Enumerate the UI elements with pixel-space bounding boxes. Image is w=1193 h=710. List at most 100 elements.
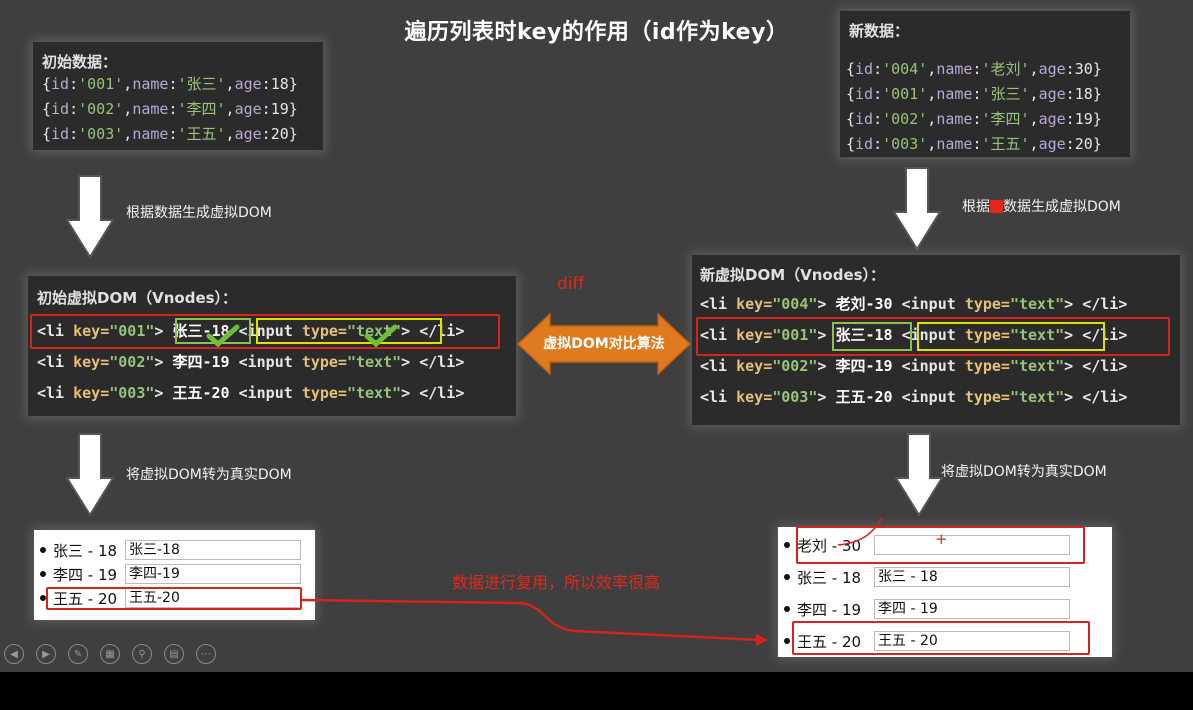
reuse-connector bbox=[299, 517, 883, 646]
vnode-key: "001" bbox=[109, 322, 155, 340]
vnode-key: "003" bbox=[109, 384, 155, 402]
list-item: 李四 - 19 bbox=[34, 562, 117, 586]
text-input[interactable]: 张三 - 18 bbox=[874, 567, 1070, 587]
vnode-key: "003" bbox=[772, 388, 818, 406]
list-item-label: 李四 - 19 bbox=[797, 600, 862, 619]
new-data-panel: 新数据： {id:'004',name:'老刘',age:30}{id:'001… bbox=[840, 11, 1130, 157]
vnode-key: "002" bbox=[109, 353, 155, 371]
vnode-line: <li key="004"> 老刘-30 <input type="text">… bbox=[700, 295, 1128, 313]
vnode-line: <li key="001"> 张三-18 <input type="text">… bbox=[700, 326, 1128, 344]
vnode-text: 王五-20 bbox=[172, 384, 239, 402]
vnode-line: <li key="001"> 张三-18 <input type="text">… bbox=[37, 322, 465, 340]
text-input[interactable]: 张三-18 bbox=[125, 540, 301, 560]
data-row: {id:'002',name:'李四',age:19} bbox=[42, 100, 298, 118]
pen-icon[interactable]: ✎ bbox=[68, 644, 88, 664]
highlight-box bbox=[46, 587, 302, 610]
vnode-line: <li key="003"> 王五-20 <input type="text">… bbox=[37, 384, 465, 402]
down-arrow-icon bbox=[894, 433, 944, 517]
row-name: '李四' bbox=[981, 110, 1030, 128]
slide-title: 遍历列表时key的作用（id作为key） bbox=[404, 20, 789, 45]
list-item: 张三 - 18 bbox=[34, 538, 117, 562]
bullet-icon bbox=[784, 606, 790, 612]
generate-vdom-caption: 根据数据生成虚拟DOM bbox=[126, 205, 272, 221]
down-arrow-icon bbox=[65, 433, 115, 517]
check-icon bbox=[206, 324, 240, 348]
new-vdom-title: 新虚拟DOM（Vnodes）： bbox=[700, 266, 886, 284]
vnode-line: <li key="002"> 李四-19 <input type="text">… bbox=[37, 353, 465, 371]
vnode-key: "004" bbox=[772, 295, 818, 313]
double-arrow-icon bbox=[516, 312, 692, 376]
list-item-label: 王五 - 20 bbox=[53, 589, 118, 608]
new-vdom-panel: 新虚拟DOM（Vnodes）： <li key="004"> 老刘-30 <in… bbox=[692, 255, 1180, 425]
presentation-toolbar: ◀ ▶ ✎ ▦ ⚲ ▤ ⋯ bbox=[4, 644, 228, 664]
vnode-key: "001" bbox=[772, 326, 818, 344]
list-item: 张三 - 18 bbox=[778, 565, 861, 589]
list-item: 王五 - 20 bbox=[778, 629, 861, 653]
to-real-dom-caption-right: 将虚拟DOM转为真实DOM bbox=[941, 464, 1107, 480]
row-age: 19 bbox=[270, 100, 289, 118]
slides-icon[interactable]: ▦ bbox=[100, 644, 120, 664]
row-id: '004' bbox=[882, 60, 928, 78]
zoom-icon[interactable]: ⚲ bbox=[132, 644, 152, 664]
row-name: '李四' bbox=[177, 100, 226, 118]
diff-label: diff bbox=[557, 274, 585, 294]
highlight-box bbox=[792, 621, 1090, 655]
highlight-box bbox=[796, 526, 1085, 564]
highlight-box bbox=[917, 322, 1105, 351]
data-row: {id:'002',name:'李四',age:19} bbox=[846, 110, 1102, 128]
row-id: '003' bbox=[78, 125, 124, 143]
subtitle-icon[interactable]: ▤ bbox=[164, 644, 184, 664]
vnode-text: 王五-20 bbox=[835, 388, 902, 406]
list-item-label: 老刘 - 30 bbox=[797, 536, 862, 555]
bullet-icon bbox=[40, 595, 46, 601]
highlight-box bbox=[256, 318, 442, 344]
bullet-icon bbox=[40, 571, 46, 577]
row-name: '张三' bbox=[177, 75, 226, 93]
vnode-text: 李四-19 bbox=[835, 357, 902, 375]
red-marker bbox=[990, 200, 1003, 213]
data-row: {id:'001',name:'张三',age:18} bbox=[42, 75, 298, 93]
row-id: '001' bbox=[882, 85, 928, 103]
row-age: 18 bbox=[270, 75, 289, 93]
text-input[interactable]: 王五 - 20 bbox=[874, 631, 1070, 651]
data-row: {id:'004',name:'老刘',age:30} bbox=[846, 60, 1102, 78]
vnode-text: 张三-18 bbox=[835, 326, 902, 344]
row-id: '003' bbox=[882, 135, 928, 153]
list-item-label: 张三 - 18 bbox=[53, 541, 118, 560]
text-input[interactable]: 李四 - 19 bbox=[874, 599, 1070, 619]
text-input[interactable]: 李四-19 bbox=[125, 564, 301, 584]
data-row: {id:'003',name:'王五',age:20} bbox=[42, 125, 298, 143]
vnode-key: "002" bbox=[772, 357, 818, 375]
initial-vdom-title: 初始虚拟DOM（Vnodes）： bbox=[37, 289, 238, 307]
to-real-dom-caption: 将虚拟DOM转为真实DOM bbox=[126, 467, 292, 483]
row-age: 30 bbox=[1074, 60, 1093, 78]
data-row: {id:'001',name:'张三',age:18} bbox=[846, 85, 1102, 103]
down-arrow-icon bbox=[65, 175, 115, 259]
row-id: '002' bbox=[78, 100, 124, 118]
new-real-dom: 老刘 - 30 张三 - 18 张三 - 18 李四 - 19 李四 - 19 王五 - … bbox=[778, 526, 1112, 657]
list-item-label: 王五 - 20 bbox=[797, 632, 862, 651]
row-name: '王五' bbox=[177, 125, 226, 143]
vnode-text: 李四-19 bbox=[172, 353, 239, 371]
row-id: '002' bbox=[882, 110, 928, 128]
prev-icon[interactable]: ◀ bbox=[4, 644, 24, 664]
list-item: 李四 - 19 bbox=[778, 597, 861, 621]
highlight-box bbox=[696, 317, 1170, 356]
vnode-line: <li key="002"> 李四-19 <input type="text">… bbox=[700, 357, 1128, 375]
text-input[interactable] bbox=[874, 535, 1070, 555]
row-age: 18 bbox=[1074, 85, 1093, 103]
compare-label: 虚拟DOM对比算法 bbox=[543, 336, 665, 352]
more-icon[interactable]: ⋯ bbox=[196, 644, 216, 664]
row-name: '张三' bbox=[981, 85, 1030, 103]
next-icon[interactable]: ▶ bbox=[36, 644, 56, 664]
bullet-icon bbox=[784, 542, 790, 548]
generate-new-vdom-caption: 根据数据生成虚拟DOM bbox=[962, 199, 1121, 215]
row-age: 19 bbox=[1074, 110, 1093, 128]
vnode-line: <li key="003"> 王五-20 <input type="text">… bbox=[700, 388, 1128, 406]
check-icon bbox=[364, 324, 398, 348]
row-age: 20 bbox=[1074, 135, 1093, 153]
new-data-list: {id:'004',name:'老刘',age:30} {id:'001',nam… bbox=[846, 57, 1102, 157]
row-age: 20 bbox=[270, 125, 289, 143]
highlight-box bbox=[175, 318, 251, 344]
